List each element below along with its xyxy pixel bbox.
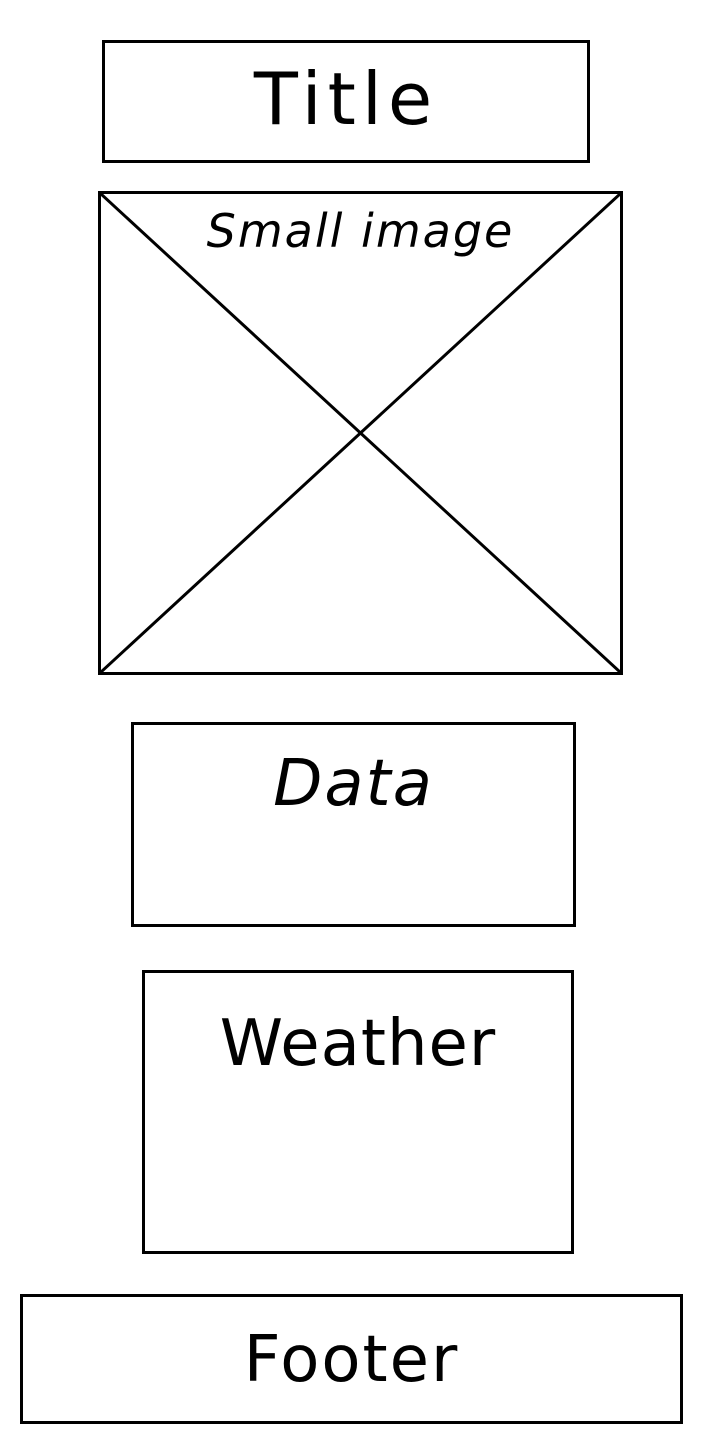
small-image-placeholder: Small image [98,191,623,675]
weather-placeholder: Weather [142,970,574,1254]
footer-placeholder: Footer [20,1294,683,1424]
data-placeholder: Data [131,722,576,927]
image-placeholder-cross-icon [101,194,620,672]
title-placeholder: Title [102,40,590,163]
data-label: Data [273,747,434,821]
small-image-label: Small image [206,204,515,258]
weather-label: Weather [219,1007,497,1081]
title-label: Title [253,57,439,141]
footer-label: Footer [243,1323,460,1397]
